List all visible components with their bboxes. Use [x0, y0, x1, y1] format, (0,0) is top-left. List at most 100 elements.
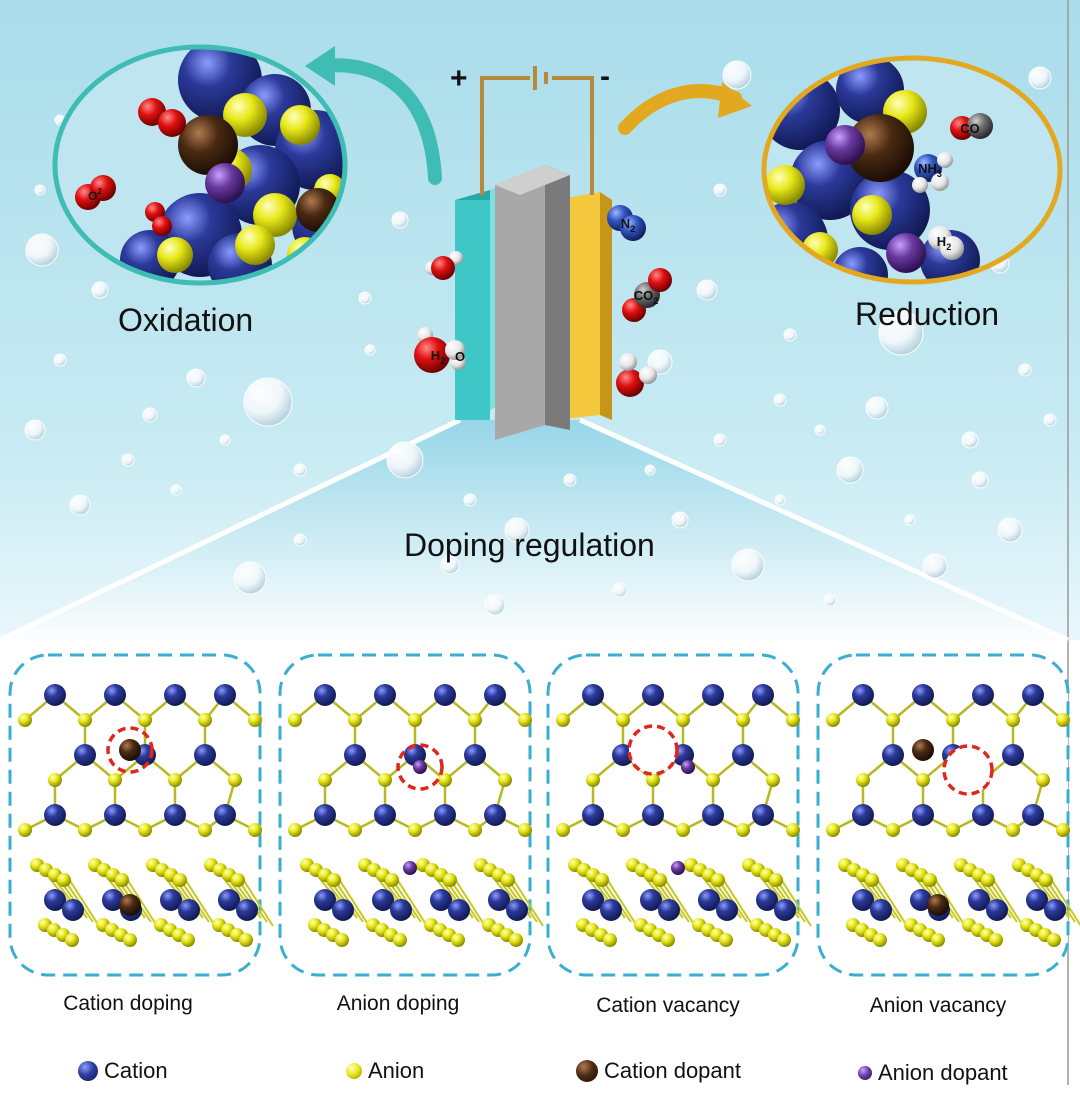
anion-dopant-atom: [825, 125, 865, 165]
cation-atom: [852, 889, 874, 911]
bubble: [783, 328, 797, 342]
cation-dopant-atom: [927, 894, 949, 916]
cation-atom: [716, 899, 738, 921]
cation-atom: [882, 744, 904, 766]
anion-atom: [48, 773, 62, 787]
cation-atom: [752, 684, 774, 706]
co2-label: CO2: [634, 288, 659, 306]
cation-atom: [506, 899, 528, 921]
cation-atom: [164, 684, 186, 706]
anion-atom: [408, 823, 422, 837]
anion-atom: [223, 93, 267, 137]
bubble: [24, 419, 46, 441]
cation-atom: [236, 899, 258, 921]
cation-atom: [702, 804, 724, 826]
hydrogen-atom: [619, 353, 637, 371]
bond: [932, 875, 966, 927]
cation-atom: [912, 804, 934, 826]
cation-atom: [314, 889, 336, 911]
anion-atom: [468, 823, 482, 837]
bubble: [713, 433, 727, 447]
oxygen-atom: [648, 268, 672, 292]
cation-atom: [44, 684, 66, 706]
anion-atom: [786, 823, 800, 837]
cation-atom: [104, 684, 126, 706]
anion-atom: [886, 823, 900, 837]
bubble: [219, 434, 231, 446]
cation-atom: [968, 889, 990, 911]
anion-atom: [385, 873, 399, 887]
anion-atom: [18, 713, 32, 727]
bubble: [774, 494, 786, 506]
bubble: [644, 464, 656, 476]
cation-atom: [702, 684, 724, 706]
anion-atom: [595, 873, 609, 887]
oxidation-label: Oxidation: [118, 302, 254, 338]
bond: [1048, 875, 1080, 927]
legend-anion-label: Anion: [368, 1058, 425, 1083]
anion-atom: [852, 195, 892, 235]
cation-atom: [582, 804, 604, 826]
anion-atom: [451, 933, 465, 947]
oxygen-atom: [90, 175, 116, 201]
bubble: [484, 594, 506, 616]
anion-atom: [327, 873, 341, 887]
anion-dopant-atom: [413, 760, 427, 774]
bubble: [358, 291, 372, 305]
hydrogen-atom: [931, 173, 949, 191]
carbon-atom: [967, 113, 993, 139]
panel-frame: [278, 653, 532, 977]
anion-atom: [873, 933, 887, 947]
cation-atom: [698, 889, 720, 911]
anion-dopant-atom: [205, 163, 245, 203]
cation-atom: [434, 684, 456, 706]
cation-atom: [612, 744, 634, 766]
anion-atom: [886, 713, 900, 727]
bubble: [1043, 413, 1057, 427]
anion-atom: [1056, 823, 1070, 837]
bubble: [25, 233, 59, 267]
dopant-marker: [396, 743, 444, 791]
legend-cation-dopant-label: Cation dopant: [604, 1058, 741, 1083]
anion-swatch: [346, 1063, 362, 1079]
anion-atom: [769, 873, 783, 887]
bubble: [823, 593, 837, 607]
anion-atom: [865, 873, 879, 887]
anion-atom: [198, 823, 212, 837]
cation-atom: [484, 684, 506, 706]
anion-atom: [616, 823, 630, 837]
cation-atom: [62, 899, 84, 921]
legend-cation: Cation: [78, 1058, 168, 1084]
cation-atom: [344, 744, 366, 766]
cation-atom: [1022, 804, 1044, 826]
bubble: [997, 517, 1023, 543]
cation-atom: [972, 804, 994, 826]
cation-atom: [488, 889, 510, 911]
cation-atom: [1026, 889, 1048, 911]
bubble: [671, 511, 689, 529]
anion-atom: [981, 873, 995, 887]
anion-dopant-atom: [886, 233, 926, 273]
bubble: [1028, 66, 1052, 90]
cation-atom: [642, 804, 664, 826]
anion-atom: [235, 225, 275, 265]
anion-atom: [736, 823, 750, 837]
anion-atom: [1006, 823, 1020, 837]
anion-atom: [509, 933, 523, 947]
cation-dopant-swatch: [576, 1060, 598, 1082]
bubble: [1018, 363, 1032, 377]
anion-atom: [946, 713, 960, 727]
cation-atom: [870, 899, 892, 921]
panel-frame: [546, 653, 800, 977]
cation-atom: [912, 684, 934, 706]
anion-atom: [138, 823, 152, 837]
cation-atom: [852, 684, 874, 706]
anion-atom: [57, 873, 71, 887]
bond: [874, 875, 908, 927]
bubble: [386, 441, 424, 479]
anion-atom: [923, 873, 937, 887]
legend-anion: Anion: [346, 1058, 424, 1084]
bubble: [971, 471, 989, 489]
